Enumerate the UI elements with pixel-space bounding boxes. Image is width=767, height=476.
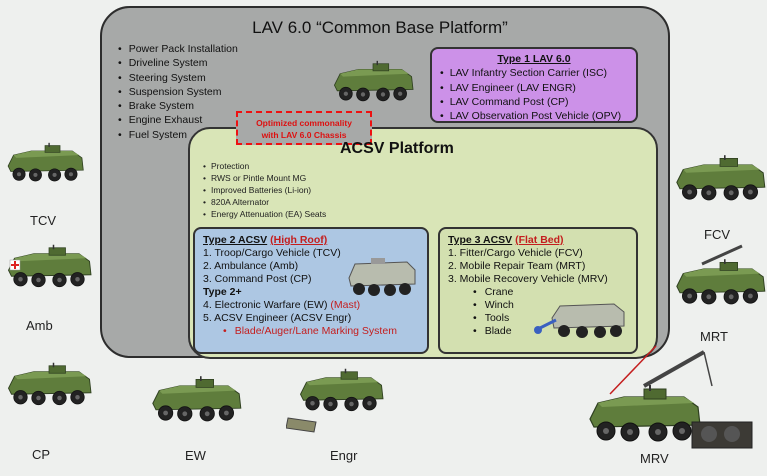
list-item: Protection [203,160,326,172]
amb-label: Amb [26,318,53,333]
commonality-line2: with LAV 6.0 Chassis [261,130,347,140]
list-item: RWS or Pintle Mount MG [203,172,326,184]
list-item: Crane [448,286,628,299]
ew-label: EW [185,448,206,463]
list-item: Energy Attenuation (EA) Seats [203,208,326,220]
list-item: Suspension System [118,85,238,99]
list-item: LAV Observation Post Vehicle (OPV) [440,109,628,123]
list-item: LAV Infantry Section Carrier (ISC) [440,66,628,80]
list-item: Blade [448,325,628,338]
lav6-platform-title: LAV 6.0 “Common Base Platform” [252,18,508,37]
list-item: Brake System [118,99,238,113]
type1-box: Type 1 LAV 6.0 LAV Infantry Section Carr… [430,47,638,123]
engr-sub-item: Blade/Auger/Lane Marking System [203,325,419,338]
list-item: Tools [448,312,628,325]
list-item: 2. Mobile Repair Team (MRT) [448,260,586,272]
list-item: 3. Command Post (CP) [203,273,312,285]
engr-vehicle-image [286,367,384,433]
fcv-vehicle-image [672,140,767,220]
acsv-platform-title: ACSV Platform [340,140,454,157]
list-item: Engine Exhaust [118,113,238,127]
list-item: 1. Troop/Cargo Vehicle (TCV) [203,247,341,259]
list-item: 1. Fitter/Cargo Vehicle (FCV) [448,247,583,259]
mrt-vehicle-image [672,244,767,324]
type2-vehicle-image [348,258,416,296]
mrv-label: MRV [640,451,669,466]
type2-heading-note: (High Roof) [270,234,328,246]
list-item: LAV Engineer (LAV ENGR) [440,81,628,95]
ew-item: 4. Electronic Warfare (EW) [203,299,328,311]
cp-vehicle-image [4,348,94,424]
lav6-vehicle-image [330,58,416,108]
type3-vehicle-image [534,303,625,338]
commonality-line1: Optimized commonality [256,118,352,128]
type2-plus-heading: Type 2+ [203,286,242,298]
list-item: Fuel System [118,128,238,142]
type2-box: Type 2 ACSV (High Roof) 1. Troop/Cargo V… [193,227,429,354]
type3-heading: Type 3 ACSV [448,234,513,246]
arrow-to-mrv [609,345,657,395]
list-item: LAV Command Post (CP) [440,95,628,109]
mrv-vehicle-image [588,350,753,449]
type3-heading-note: (Flat Bed) [515,234,564,246]
fcv-label: FCV [704,227,730,242]
amb-vehicle-image [4,232,94,304]
mrt-label: MRT [700,329,728,344]
tcv-vehicle-image [4,128,86,200]
list-item: Improved Batteries (Li-ion) [203,184,326,196]
cp-label: CP [32,447,51,462]
list-item: 4. Electronic Warfare (EW) (Mast) [203,299,419,312]
list-item: Steering System [118,71,238,85]
list-item: Power Pack Installation [118,42,238,56]
tcv-label: TCV [30,213,56,228]
commonality-callout: Optimized commonality with LAV 6.0 Chass… [236,111,372,145]
type1-heading: Type 1 LAV 6.0 [497,53,571,65]
list-item: 5. ACSV Engineer (ACSV Engr) [203,312,352,324]
lav6-systems-list: Power Pack Installation Driveline System… [118,42,238,142]
type2-heading: Type 2 ACSV [203,234,268,246]
engr-label: Engr [330,448,358,463]
list-item: Winch [448,299,628,312]
list-item: 2. Ambulance (Amb) [203,260,299,272]
ew-vehicle-image [148,366,244,436]
list-item: 820A Alternator [203,196,326,208]
type3-heading-row: Type 3 ACSV (Flat Bed) [448,234,628,247]
list-item: 3. Mobile Recovery Vehicle (MRV) [448,273,608,285]
list-item: Driveline System [118,56,238,70]
acsv-features-list: Protection RWS or Pintle Mount MG Improv… [203,160,326,220]
ew-note: (Mast) [330,299,361,311]
type2-heading-row: Type 2 ACSV (High Roof) [203,234,419,247]
